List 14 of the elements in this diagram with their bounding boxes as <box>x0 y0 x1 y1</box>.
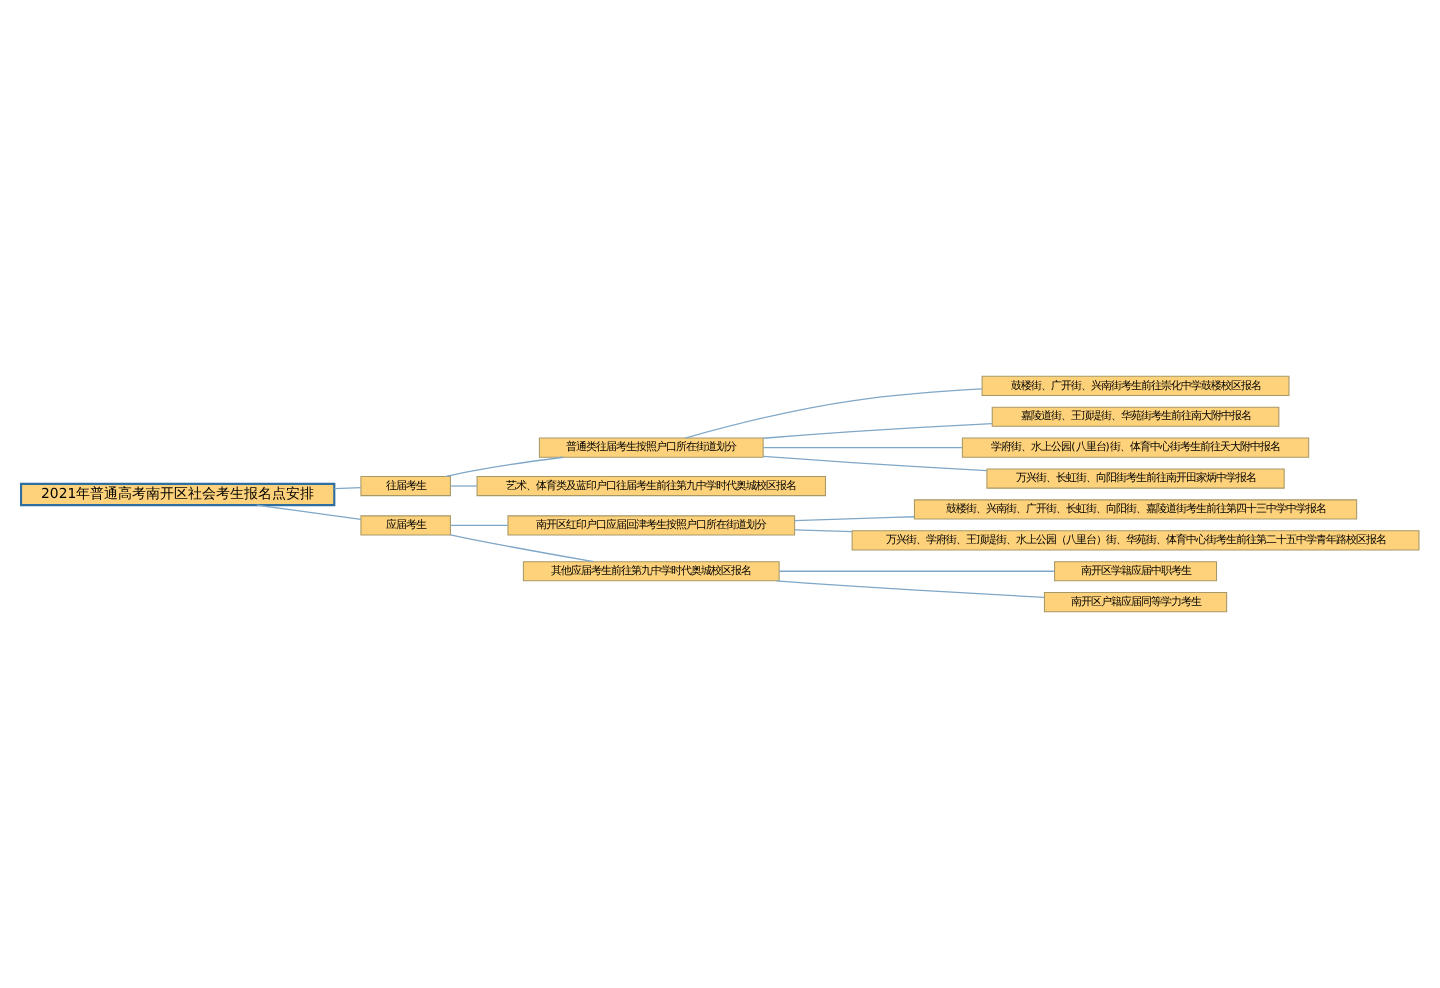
connector <box>778 570 1056 572</box>
connector <box>762 422 993 439</box>
connector <box>449 534 595 563</box>
connector <box>775 580 1045 599</box>
connector <box>794 529 853 533</box>
connector <box>684 388 983 439</box>
connector <box>445 456 564 478</box>
connector <box>449 485 478 487</box>
connector <box>256 504 362 521</box>
connector <box>794 516 915 522</box>
connector <box>333 487 362 490</box>
connector <box>762 447 963 449</box>
connector <box>449 524 509 527</box>
connector <box>762 455 988 472</box>
